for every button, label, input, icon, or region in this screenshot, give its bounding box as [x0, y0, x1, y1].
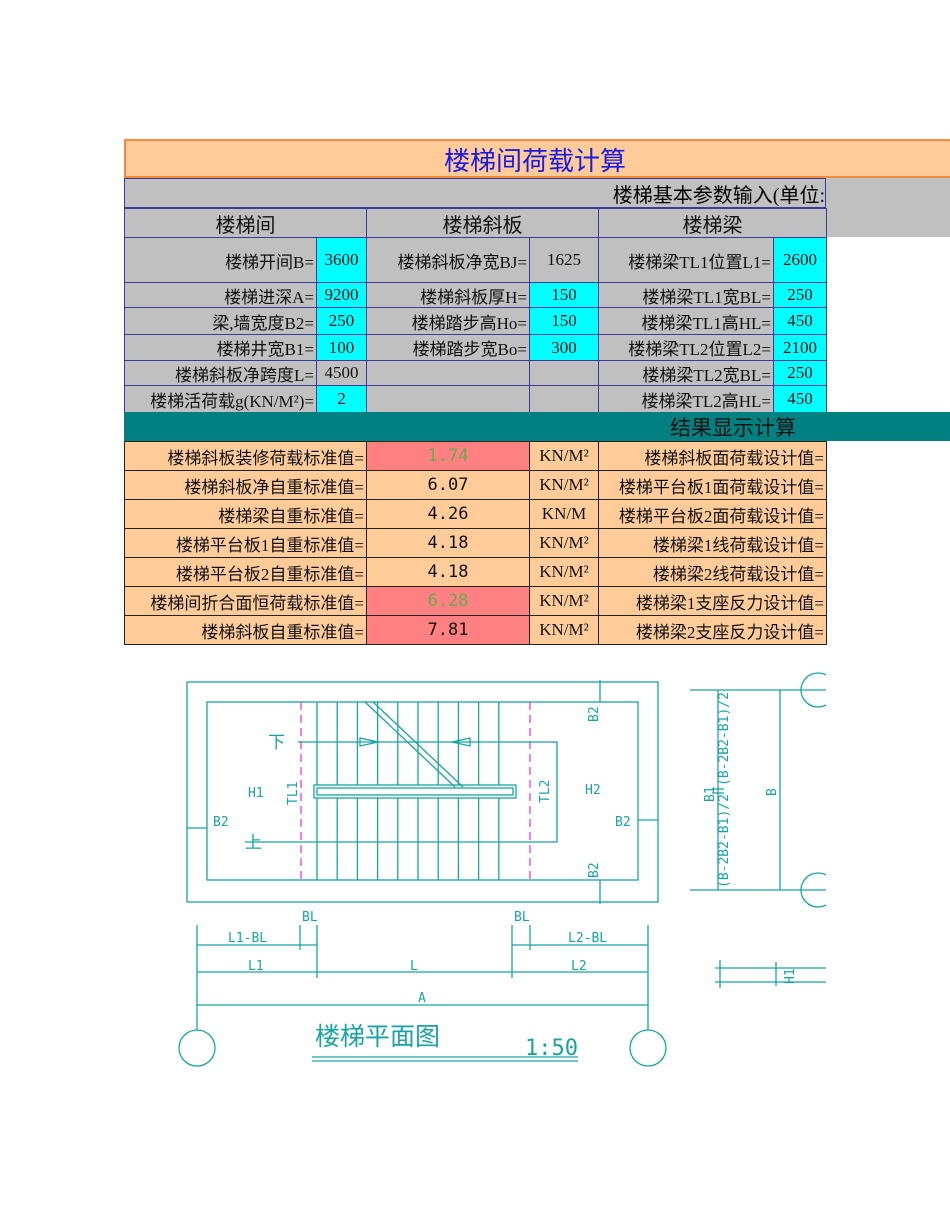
result-value: 6.28	[366, 586, 530, 616]
h1-section-label: H1	[783, 968, 798, 984]
axis-circle-a2	[629, 1029, 667, 1067]
param-label: 楼梯梁TL2位置L2=	[598, 334, 774, 361]
inner-wall	[206, 701, 639, 881]
l2-label: L2	[571, 959, 587, 974]
bl-label-2: BL	[514, 910, 530, 925]
tl2-label: TL2	[538, 780, 553, 803]
l2-bl-label: L2-BL	[568, 931, 607, 946]
param-value-input[interactable]: 250	[773, 282, 827, 308]
result-value: 4.18	[366, 557, 530, 587]
param-label: 楼梯活荷载g(KN/M²)=	[124, 385, 317, 413]
param-value-input[interactable]: 150	[529, 307, 599, 335]
param-value-input[interactable]: 4500	[316, 360, 367, 386]
h1-label: H1	[248, 786, 264, 801]
b1-label: B1	[703, 786, 718, 802]
result-value: 4.18	[366, 528, 530, 558]
param-value-input[interactable]: 2	[316, 385, 367, 413]
axis-circle	[800, 872, 826, 908]
l-label: L	[410, 959, 418, 974]
param-value-input[interactable]: 1625	[529, 237, 599, 283]
b-label: B	[765, 788, 780, 796]
b2-label-left: B2	[213, 815, 229, 830]
b2-label-right: B2	[615, 815, 631, 830]
result-unit: KN/M²	[529, 470, 599, 500]
result-value: 4.26	[366, 499, 530, 529]
result-value: 7.81	[366, 615, 530, 645]
stair-plan-drawing: 下 上 H1 H2 B2 B2 TL1 TL2 B2 B2 B1 B (B-2B…	[178, 672, 826, 1067]
result-unit: KN/M	[529, 499, 599, 529]
title-bar	[124, 139, 950, 178]
design-value-label: 楼梯斜板面荷载设计值=	[598, 441, 827, 471]
design-value-label: 楼梯平台板1面荷载设计值=	[598, 470, 827, 500]
walk-arrow-line	[245, 741, 558, 843]
header-stairwell: 楼梯间	[124, 208, 367, 238]
result-label: 楼梯斜板装修荷载标准值=	[124, 441, 367, 471]
page-title: 楼梯间荷载计算	[443, 146, 626, 176]
result-value: 6.07	[366, 470, 530, 500]
result-unit: KN/M²	[529, 528, 599, 558]
results-bar	[124, 412, 950, 441]
break-line	[364, 701, 456, 788]
design-value-label: 楼梯梁2线荷载设计值=	[598, 557, 827, 587]
param-label: 楼梯梁TL2高HL=	[598, 385, 774, 413]
param-label: 楼梯斜板净跨度L=	[124, 360, 317, 386]
param-label: 楼梯踏步高Ho=	[366, 307, 530, 335]
param-label: 楼梯踏步宽Bo=	[366, 334, 530, 361]
design-value-label: 楼梯平台板2面荷载设计值=	[598, 499, 827, 529]
param-label: 楼梯梁TL1位置L1=	[598, 237, 774, 283]
param-label: 楼梯开间B=	[124, 237, 317, 283]
tl1-label: TL1	[286, 782, 301, 805]
result-unit: KN/M²	[529, 557, 599, 587]
param-value-input[interactable]: 450	[773, 385, 827, 413]
h2-label: H2	[585, 783, 601, 798]
result-label: 楼梯平台板1自重标准值=	[124, 528, 367, 558]
b2-label-bottom: B2	[587, 862, 602, 878]
half-width-label-top: (B-2B2-B1)/2	[717, 692, 732, 786]
axis-circle-a1	[178, 1029, 216, 1067]
result-value: 1.74	[366, 441, 530, 471]
param-label: 楼梯进深A=	[124, 282, 317, 308]
param-label: 楼梯梁TL1高HL=	[598, 307, 774, 335]
result-label: 楼梯平台板2自重标准值=	[124, 557, 367, 587]
down-label: 下	[268, 733, 285, 753]
l1-label: L1	[248, 959, 264, 974]
outer-wall	[186, 681, 659, 903]
results-title: 结果显示计算	[670, 415, 796, 440]
bl-label-1: BL	[302, 910, 318, 925]
b2-label-top: B2	[587, 706, 602, 722]
drawing-title: 楼梯平面图	[315, 1022, 440, 1051]
param-label: 梁,墙宽度B2=	[124, 307, 317, 335]
result-label: 楼梯梁自重标准值=	[124, 499, 367, 529]
up-label: 上	[245, 833, 262, 853]
axis-circle	[800, 672, 826, 708]
a-label: A	[418, 991, 426, 1006]
param-value-input[interactable]: 250	[316, 307, 367, 335]
stair-well	[313, 784, 517, 799]
l1-bl-label: L1-BL	[228, 931, 267, 946]
result-label: 楼梯斜板自重标准值=	[124, 615, 367, 645]
param-value-input[interactable]: 450	[773, 307, 827, 335]
param-label: 楼梯井宽B1=	[124, 334, 317, 361]
design-value-label: 楼梯梁2支座反力设计值=	[598, 615, 827, 645]
half-width-label-bottom: (B-2B2-B1)/2	[717, 794, 732, 888]
result-label: 楼梯间折合面恒荷载标准值=	[124, 586, 367, 616]
section-subtitle: 楼梯基本参数输入(单位:	[124, 178, 826, 208]
param-label: 楼梯斜板厚H=	[366, 282, 530, 308]
stair-plan-svg: 下 上 H1 H2 B2 B2 TL1 TL2 B2 B2 B1 B (B-2B…	[178, 672, 826, 1067]
